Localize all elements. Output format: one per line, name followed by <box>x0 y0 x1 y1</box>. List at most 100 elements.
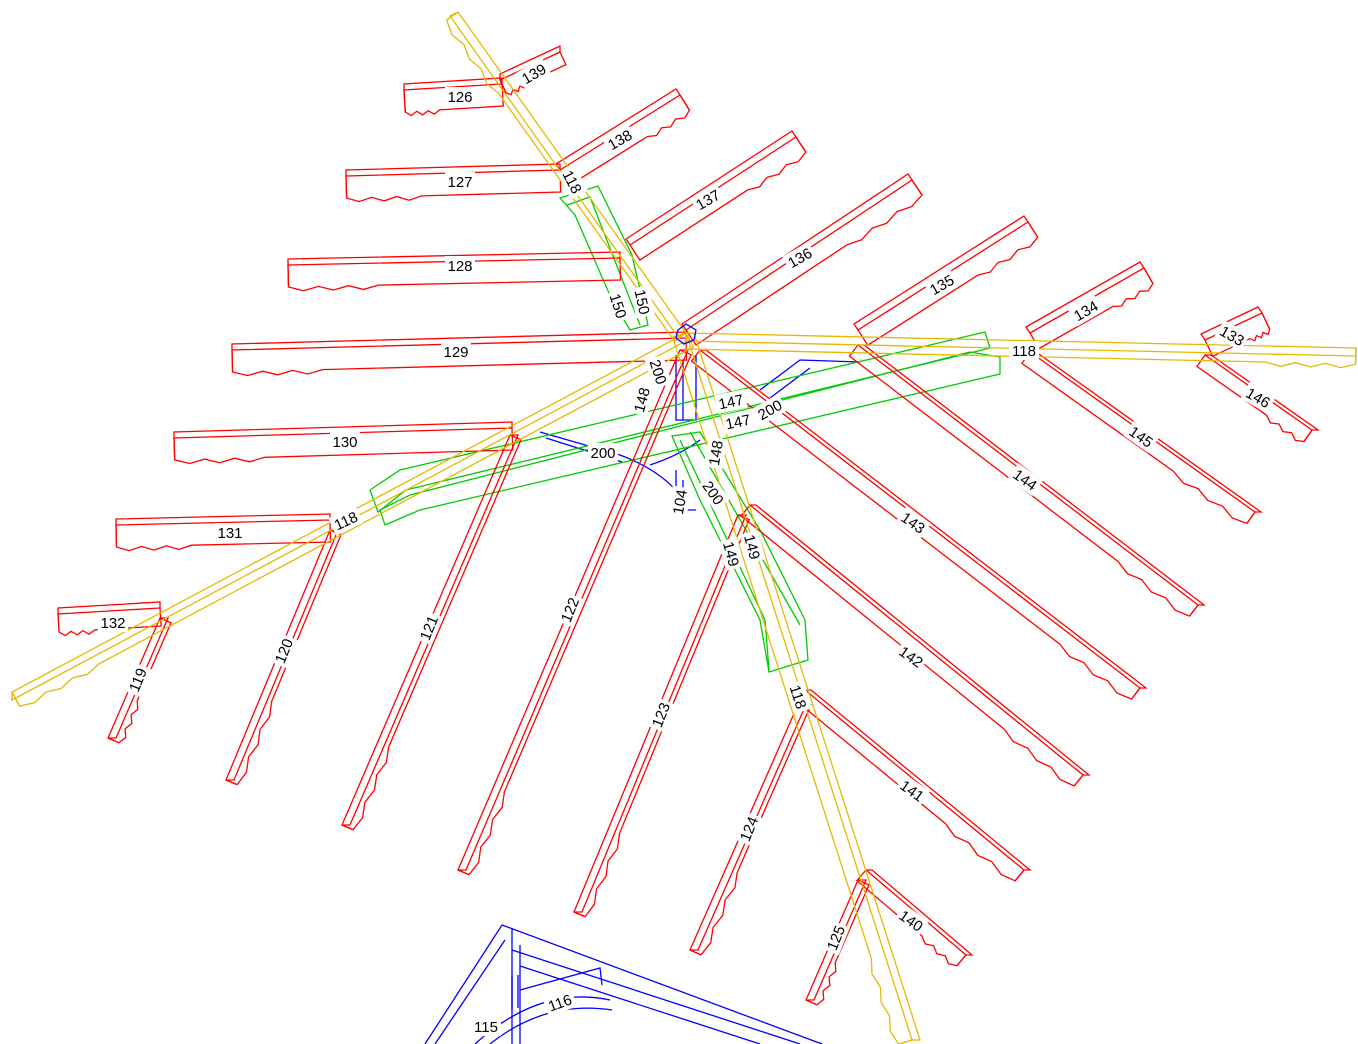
rafter-140-end-cap <box>956 954 967 967</box>
label-l130: 130 <box>330 432 360 451</box>
label-bg <box>445 256 475 275</box>
bracket-outline <box>379 351 1001 526</box>
post-frame-line <box>769 367 811 399</box>
hip-118-west-end-cap <box>11 691 21 707</box>
label-l129: 129 <box>441 342 471 361</box>
rafter-127 <box>345 163 562 203</box>
rafter-131-top-face <box>115 513 331 525</box>
label-l147b: 147 <box>721 409 755 434</box>
member-label: 149 <box>740 533 763 562</box>
label-bg <box>628 382 655 417</box>
label-bg <box>1214 319 1250 352</box>
rafter-134 <box>1025 261 1154 350</box>
rafter-125-end-cap <box>805 999 818 1006</box>
label-bg <box>895 506 932 539</box>
label-bg <box>542 988 578 1017</box>
rafter-146-end-cap <box>1303 429 1313 442</box>
label-bg <box>784 679 813 715</box>
post-frame-line <box>424 924 823 1044</box>
rafter-131-end-cap <box>115 524 118 548</box>
rafter-138-end-cap <box>679 94 691 111</box>
label-bg <box>445 87 475 106</box>
member-label: 128 <box>447 258 472 275</box>
label-l131: 131 <box>215 523 245 542</box>
label-bg <box>1068 294 1104 327</box>
rafter-139-end-cap <box>499 79 507 93</box>
member-label: 149 <box>719 540 742 569</box>
label-bg <box>894 774 931 807</box>
rafter-139-top-face <box>499 44 561 80</box>
rafter-119-end-cap <box>107 737 120 744</box>
rafter-143-end-cap <box>1130 687 1141 700</box>
rafter-135-end-cap <box>1027 221 1039 238</box>
rafter-126-top-face <box>403 77 503 90</box>
label-bg <box>893 640 930 673</box>
member-label: 131 <box>217 525 242 542</box>
label-l150b: 150 <box>604 288 633 324</box>
label-bg <box>667 485 692 519</box>
label-bg <box>604 288 633 324</box>
label-l140: 140 <box>893 904 930 937</box>
label-l138: 138 <box>602 123 638 156</box>
rafter-142-outline <box>740 504 1084 787</box>
label-bg <box>123 662 152 698</box>
post-frame-line <box>434 939 506 1044</box>
label-l132: 132 <box>98 613 128 632</box>
label-bg <box>516 57 552 90</box>
label-l118d: 118 <box>784 679 813 715</box>
label-bg <box>690 183 726 216</box>
label-l126: 126 <box>445 87 475 106</box>
label-l147a: 147 <box>714 389 748 414</box>
member-label: 126 <box>447 89 472 106</box>
label-bg <box>821 920 850 956</box>
member-label: 200 <box>646 358 670 387</box>
rafter-142-top-face <box>750 504 1091 776</box>
member-label: 148 <box>706 439 727 467</box>
rafter-121-end-cap <box>341 824 354 831</box>
rafter-137 <box>625 130 807 261</box>
label-bg <box>441 342 471 361</box>
label-bg <box>1240 381 1276 414</box>
rafter-124-end-cap <box>689 949 702 956</box>
label-bg <box>924 268 960 301</box>
member-label: 129 <box>443 344 468 361</box>
rafter-127-top-face <box>345 163 561 176</box>
label-l120: 120 <box>269 633 298 669</box>
hip-layer <box>11 11 1357 1044</box>
label-bg <box>588 443 618 462</box>
label-l139: 139 <box>516 57 552 90</box>
label-l141: 141 <box>894 774 931 807</box>
label-bg <box>328 505 364 536</box>
label-bg <box>893 904 930 937</box>
label-l149b: 149 <box>739 529 766 564</box>
label-l146: 146 <box>1240 381 1276 414</box>
rafter-123-end-cap <box>573 911 586 918</box>
label-bg <box>1009 341 1039 360</box>
member-label: 200 <box>590 445 615 462</box>
member-label: 147 <box>717 392 745 414</box>
rafter-129-end-cap <box>231 349 234 373</box>
rafter-144-end-cap <box>1188 604 1199 617</box>
label-bg <box>703 436 728 470</box>
label-l148a: 148 <box>628 382 655 417</box>
rafter-122-end-cap <box>457 869 470 876</box>
label-bg <box>471 1017 501 1036</box>
label-bg <box>1123 420 1160 453</box>
member-label: 148 <box>631 386 654 415</box>
rafter-142-end-cap <box>1073 774 1084 787</box>
apex-hub <box>675 323 697 345</box>
bracket-outline <box>558 185 649 331</box>
hip-118-south-end-cap <box>898 1039 913 1044</box>
rafter-137-end-cap <box>795 136 807 153</box>
member-label: 118 <box>786 683 810 711</box>
rafter-145-end-cap <box>1246 511 1256 524</box>
label-bg <box>557 164 588 200</box>
label-l118b: 118 <box>1009 341 1039 360</box>
post-frame-line <box>519 967 603 991</box>
label-bg <box>714 389 748 414</box>
hip-118-south-top-face <box>686 332 921 1041</box>
label-l127: 127 <box>445 172 475 191</box>
label-l148b: 148 <box>703 436 728 470</box>
